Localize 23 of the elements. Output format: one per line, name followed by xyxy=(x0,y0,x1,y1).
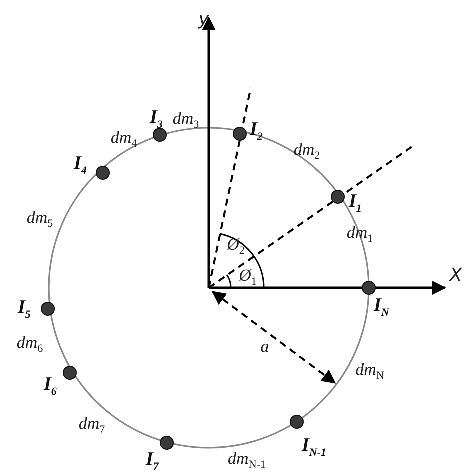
point-label: I$_{1}$ xyxy=(349,192,362,217)
segment-label: dm$_{6}$ xyxy=(16,332,44,358)
segment-label: dm$_{N-1}$ xyxy=(228,448,266,474)
point-label: I$_{7}$ xyxy=(146,450,159,474)
point-label: I$_{N}$ xyxy=(374,296,390,321)
segment-label: dm$_{3}$ xyxy=(172,108,200,134)
point-label: I$_{3}$ xyxy=(150,108,163,133)
segment-label: dm$_{N}$ xyxy=(356,360,384,384)
axis-label: X xyxy=(450,266,462,286)
point-label: I$_{N-1}$ xyxy=(302,436,327,461)
axis-label: y xyxy=(198,10,210,30)
segment-label: dm$_{1}$ xyxy=(346,222,374,248)
segment-label: dm$_{5}$ xyxy=(26,208,54,232)
point-label: I$_{4}$ xyxy=(74,154,87,179)
point-label: I$_{6}$ xyxy=(44,375,57,400)
point-label: I$_{2}$ xyxy=(250,120,263,145)
angle-label: Ø$_{1}$ xyxy=(239,266,257,290)
segment-label: dm$_{4}$ xyxy=(110,128,138,152)
radius-label: a xyxy=(260,337,270,357)
segment-label: dm$_{7}$ xyxy=(78,414,106,438)
segment-label: dm$_{2}$ xyxy=(294,140,320,164)
point-label: I$_{5}$ xyxy=(18,298,31,323)
angle-label: Ø$_{2}$ xyxy=(227,234,245,260)
